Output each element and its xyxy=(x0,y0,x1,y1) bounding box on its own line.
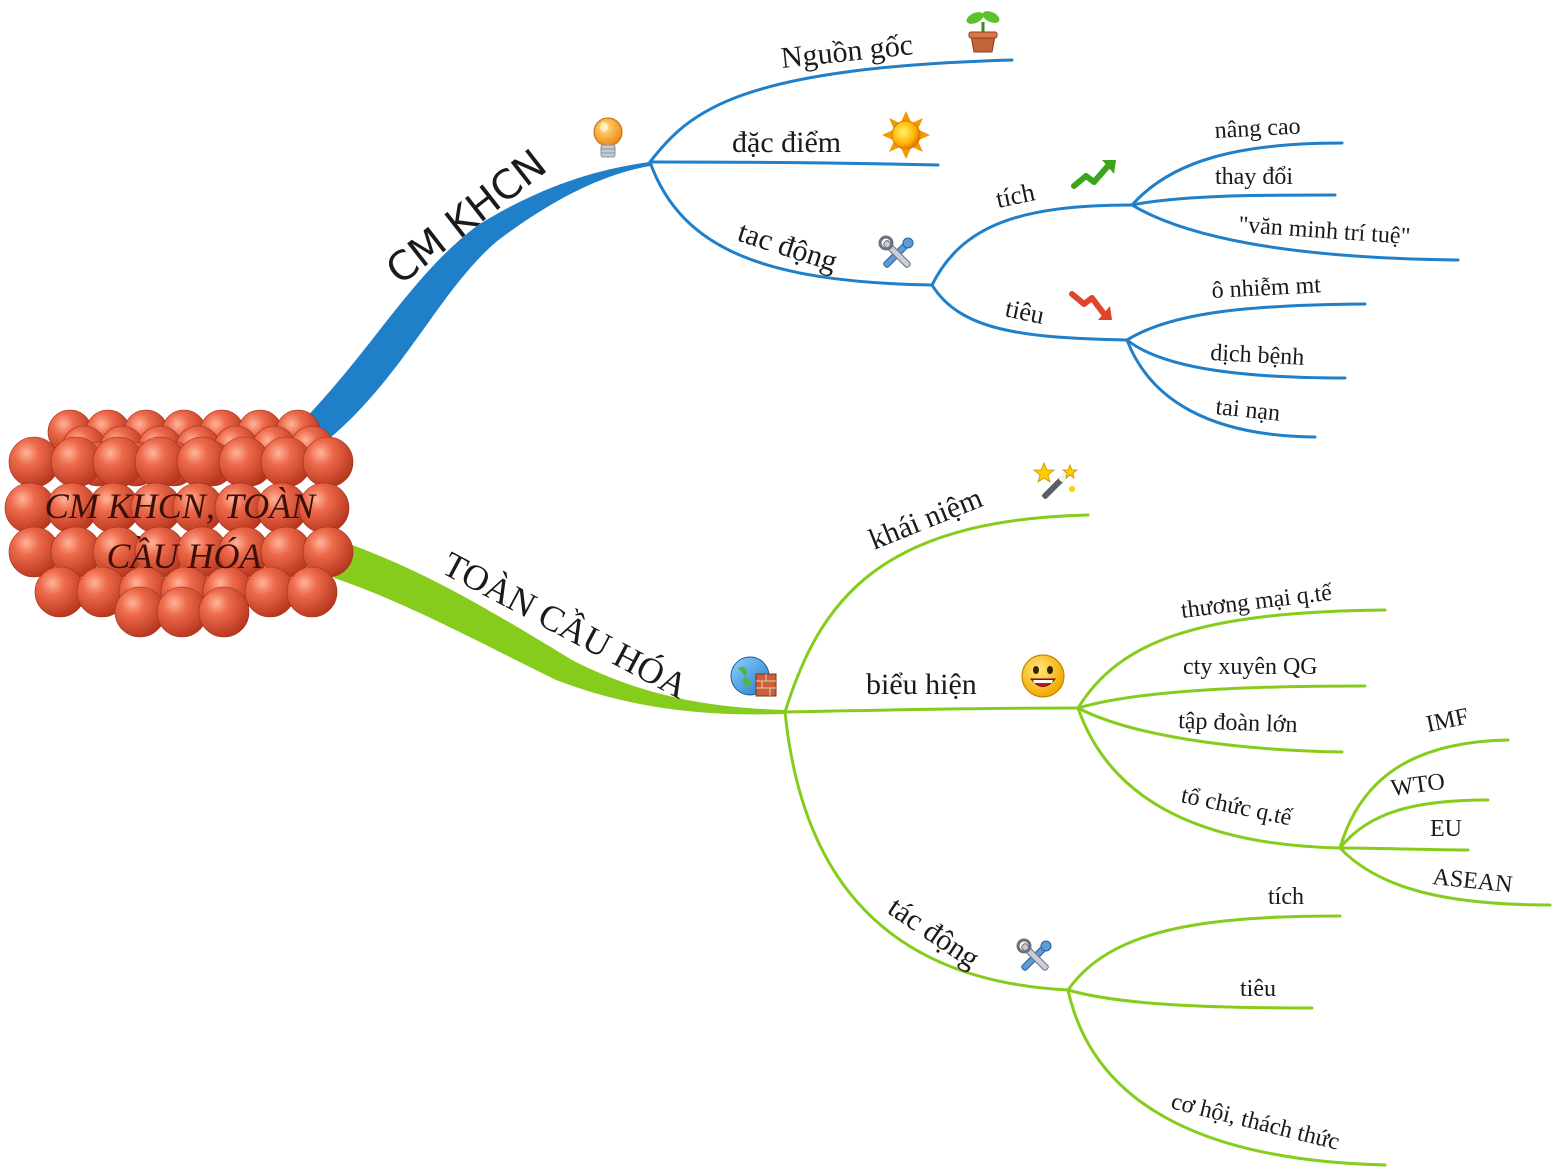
label-dac-diem: đặc điểm xyxy=(732,126,841,159)
label-khai-niem: khái niệm xyxy=(864,481,987,556)
line-tac-dong-tch xyxy=(783,710,1070,992)
line-van-minh xyxy=(1130,203,1460,262)
label-o-nhiem: ô nhiễm mt xyxy=(1211,272,1322,304)
line-dich-benh xyxy=(1125,338,1347,380)
center-title-line2: CẦU HÓA xyxy=(107,536,263,576)
light-bulb-icon xyxy=(593,117,623,158)
line-to-chuc xyxy=(1076,706,1342,850)
line-co-hoi xyxy=(1066,988,1387,1167)
line-khai-niem xyxy=(783,513,1090,714)
label-tap-doan: tập đoàn lớn xyxy=(1178,708,1298,738)
trunk-cm-khcn-line xyxy=(292,162,650,448)
line-nang-cao xyxy=(1130,141,1344,207)
label-eu: EU xyxy=(1430,816,1462,842)
line-tap-doan xyxy=(1076,706,1344,754)
label-tich-tch: tích xyxy=(1268,884,1304,910)
line-tieu-tch xyxy=(1066,988,1314,1010)
line-asean xyxy=(1338,846,1552,907)
line-tac-dong-khcn xyxy=(648,160,934,287)
line-cty-xuyen xyxy=(1076,684,1367,710)
label-tai-nan: tai nạn xyxy=(1214,394,1281,427)
line-imf xyxy=(1338,738,1510,850)
label-tieu-khcn: tiêu xyxy=(1003,294,1047,330)
label-van-minh: "văn minh trí tuệ" xyxy=(1238,212,1412,250)
trunk-toan-cau-hoa-line xyxy=(334,540,785,715)
center-node[interactable]: CM KHCN, TOÀN CẦU HÓA xyxy=(4,409,354,638)
trend-up-arrow-icon xyxy=(1071,160,1116,189)
line-nguon-goc xyxy=(648,58,1014,164)
center-sphere xyxy=(302,436,354,488)
line-dac-diem xyxy=(648,160,940,167)
line-bieu-hien xyxy=(783,706,1080,714)
center-ball-cluster xyxy=(4,409,354,638)
branch-cm-khcn: CM KHCN Nguồn gốc đặc điểm xyxy=(292,11,1460,448)
branch-toan-cau-hoa: TOÀN CẦU HÓA khái niệm biểu hiện xyxy=(334,461,1552,1167)
plant-pot-icon xyxy=(966,11,1000,53)
line-tich-tch xyxy=(1066,914,1342,992)
line-thuong-mai xyxy=(1076,608,1387,710)
label-co-hoi: cơ hội, thách thức xyxy=(1169,1089,1342,1156)
center-sphere xyxy=(198,586,250,638)
label-tieu-tch: tiêu xyxy=(1240,976,1276,1002)
label-thay-doi: thay đổi xyxy=(1215,164,1293,190)
label-imf: IMF xyxy=(1424,704,1471,738)
label-tich-khcn: tích xyxy=(993,177,1037,213)
label-nang-cao: nâng cao xyxy=(1214,114,1301,144)
tools-icon xyxy=(1016,938,1053,973)
line-thay-doi xyxy=(1130,193,1337,207)
line-o-nhiem xyxy=(1125,302,1367,342)
sun-icon xyxy=(882,111,930,159)
line-tich-khcn xyxy=(930,203,1134,287)
label-tac-dong-tch: tác động xyxy=(882,890,985,975)
label-bieu-hien: biểu hiện xyxy=(866,668,977,701)
trend-down-arrow-icon xyxy=(1069,291,1112,320)
center-sphere xyxy=(286,566,338,618)
label-dich-benh: dịch bệnh xyxy=(1210,340,1305,371)
line-eu xyxy=(1338,846,1470,852)
line-tieu-khcn xyxy=(930,283,1129,342)
label-wto: WTO xyxy=(1389,769,1446,802)
line-tai-nan xyxy=(1125,338,1317,439)
magic-wand-icon xyxy=(1032,461,1079,500)
label-cty-xuyen: cty xuyên QG xyxy=(1183,654,1318,680)
line-wto xyxy=(1338,798,1490,850)
center-title-line1: CM KHCN, TOÀN xyxy=(45,486,317,526)
globe-brick-icon xyxy=(730,656,777,697)
tools-icon xyxy=(878,235,915,270)
label-asean: ASEAN xyxy=(1431,864,1513,898)
smiley-icon xyxy=(1021,654,1065,698)
